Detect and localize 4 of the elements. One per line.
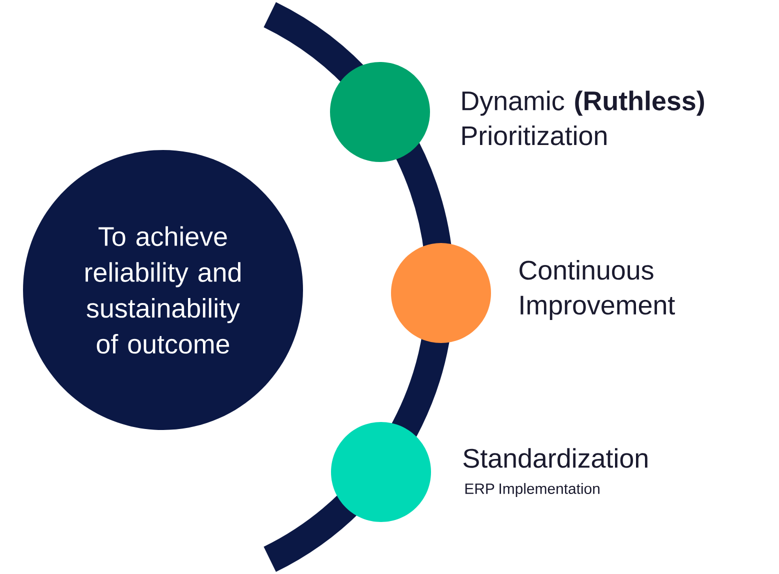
step-label: Dynamic (Ruthless) Prioritization bbox=[462, 90, 704, 146]
step-label: Standardization bbox=[463, 448, 648, 468]
step-label: Continuous Improvement bbox=[520, 260, 675, 320]
step-note: ERP Implementation bbox=[465, 483, 600, 497]
